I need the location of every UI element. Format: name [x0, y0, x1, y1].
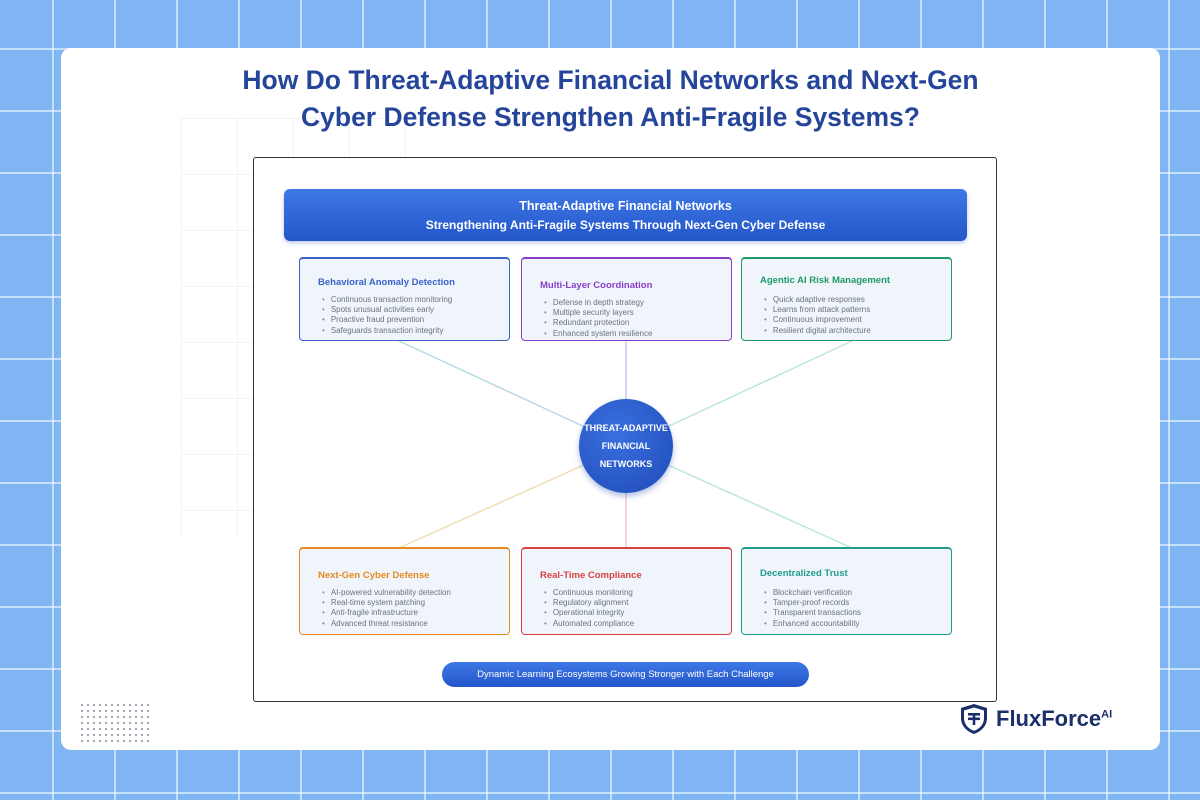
list-item: Advanced threat resistance: [322, 619, 451, 629]
list-item: Spots unusual activities early: [322, 305, 452, 315]
list-item: Operational integrity: [544, 608, 634, 618]
central-hub: THREAT-ADAPTIVE FINANCIAL NETWORKS: [579, 399, 673, 493]
list-item: Enhanced accountability: [764, 619, 861, 629]
page-title: How Do Threat-Adaptive Financial Network…: [61, 62, 1160, 136]
box-agentic-ai: Agentic AI Risk Management Quick adaptiv…: [741, 257, 952, 341]
hub-line1: THREAT-ADAPTIVE: [584, 423, 668, 433]
box-behavioral-anomaly: Behavioral Anomaly Detection Continuous …: [299, 257, 510, 341]
logo-suffix: AI: [1101, 708, 1113, 721]
box-real-time-compliance: Real-Time Compliance Continuous monitori…: [521, 547, 732, 635]
box-title: Multi-Layer Coordination: [540, 280, 653, 291]
box-title: Next-Gen Cyber Defense: [318, 570, 430, 581]
box-decentralized-trust: Decentralized Trust Blockchain verificat…: [741, 547, 952, 635]
box-list: Defense in depth strategy Multiple secur…: [544, 298, 653, 339]
box-list: Quick adaptive responses Learns from att…: [764, 295, 871, 336]
list-item: Blockchain verification: [764, 588, 861, 598]
page-title-line1: How Do Threat-Adaptive Financial Network…: [242, 65, 979, 95]
box-list: Continuous monitoring Regulatory alignme…: [544, 588, 634, 629]
list-item: AI-powered vulnerability detection: [322, 588, 451, 598]
logo-name: FluxForce: [996, 706, 1102, 731]
header-banner: Threat-Adaptive Financial Networks Stren…: [284, 189, 967, 241]
list-item: Anti-fragile infrastructure: [322, 608, 451, 618]
hub-line3: NETWORKS: [599, 459, 653, 469]
page-title-line2: Cyber Defense Strengthen Anti-Fragile Sy…: [301, 102, 920, 132]
list-item: Enhanced system resilience: [544, 329, 653, 339]
list-item: Real-time system patching: [322, 598, 451, 608]
box-list: AI-powered vulnerability detection Real-…: [322, 588, 451, 629]
list-item: Quick adaptive responses: [764, 295, 871, 305]
list-item: Continuous transaction monitoring: [322, 295, 452, 305]
list-item: Continuous improvement: [764, 315, 871, 325]
box-title: Decentralized Trust: [760, 568, 848, 579]
list-item: Proactive fraud prevention: [322, 315, 452, 325]
shield-icon: [961, 704, 987, 734]
footer-pill: Dynamic Learning Ecosystems Growing Stro…: [442, 662, 809, 687]
logo-wordmark: FluxForceAI: [996, 706, 1112, 732]
box-multi-layer: Multi-Layer Coordination Defense in dept…: [521, 257, 732, 341]
box-list: Blockchain verification Tamper-proof rec…: [764, 588, 861, 629]
list-item: Learns from attack patterns: [764, 305, 871, 315]
list-item: Automated compliance: [544, 619, 634, 629]
hub-line2: FINANCIAL: [601, 441, 651, 451]
box-title: Real-Time Compliance: [540, 570, 642, 581]
decorative-dot-grid: [79, 702, 149, 742]
box-next-gen-defense: Next-Gen Cyber Defense AI-powered vulner…: [299, 547, 510, 635]
banner-subtitle: Strengthening Anti-Fragile Systems Throu…: [425, 218, 826, 232]
list-item: Resilient digital architecture: [764, 326, 871, 336]
list-item: Regulatory alignment: [544, 598, 634, 608]
list-item: Tamper-proof records: [764, 598, 861, 608]
list-item: Transparent transactions: [764, 608, 861, 618]
box-title: Behavioral Anomaly Detection: [318, 277, 455, 288]
box-list: Continuous transaction monitoring Spots …: [322, 295, 452, 336]
banner-title: Threat-Adaptive Financial Networks: [519, 199, 732, 213]
content-card: How Do Threat-Adaptive Financial Network…: [61, 48, 1160, 750]
box-title: Agentic AI Risk Management: [760, 275, 891, 286]
list-item: Multiple security layers: [544, 308, 652, 318]
list-item: Continuous monitoring: [544, 588, 634, 598]
list-item: Safeguards transaction integrity: [322, 326, 452, 336]
diagram-frame: Threat-Adaptive Financial Networks Stren…: [253, 157, 997, 702]
list-item: Defense in depth strategy: [544, 298, 652, 308]
brand-logo: FluxForceAI: [959, 702, 1112, 736]
list-item: Redundant protection: [544, 318, 652, 328]
